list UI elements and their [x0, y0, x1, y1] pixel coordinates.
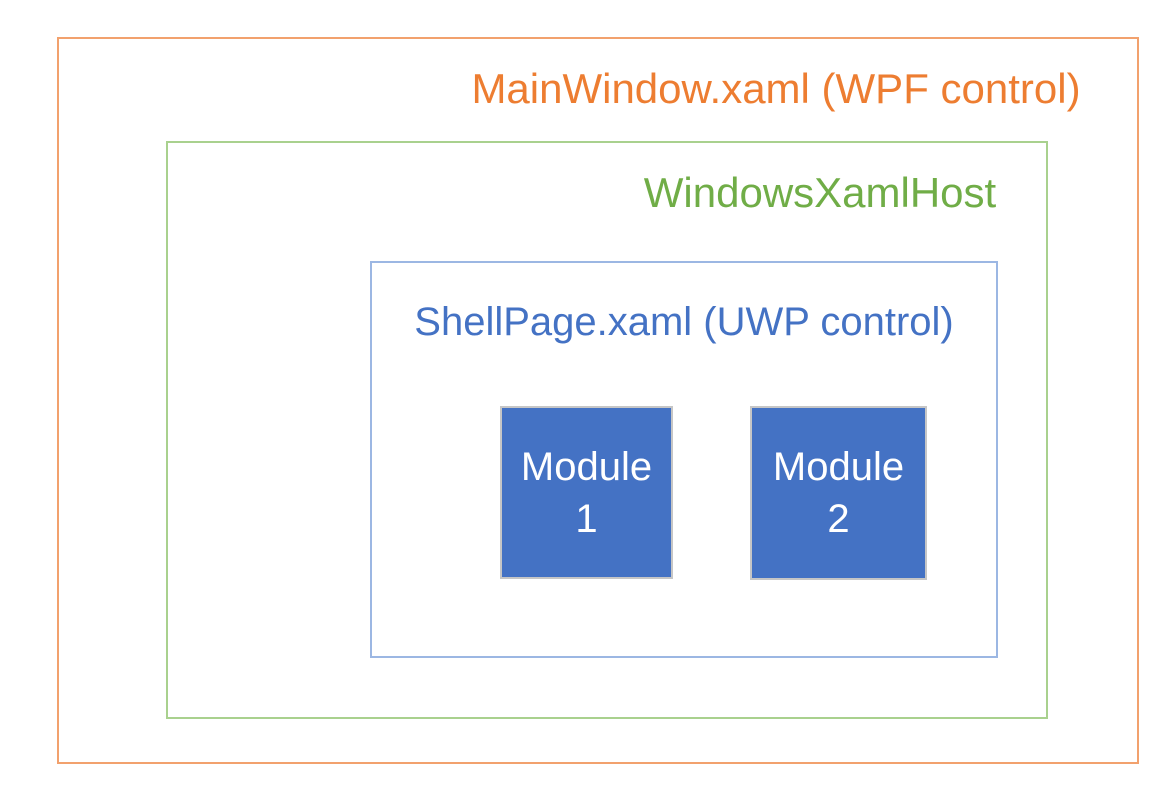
windowsxamlhost-box — [166, 141, 1048, 719]
module-1-label: Module — [520, 444, 653, 489]
windowsxamlhost-label: WindowsXamlHost — [643, 169, 997, 216]
mainwindow-box — [57, 37, 1139, 764]
shellpage-label: ShellPage.xaml (UWP control) — [414, 300, 954, 344]
mainwindow-label: MainWindow.xaml (WPF control) — [471, 65, 1081, 112]
shellpage-box — [370, 261, 998, 658]
module-2-box: Module 2 — [750, 406, 927, 580]
module-2-number: 2 — [827, 497, 850, 541]
module-1-number: 1 — [575, 496, 598, 541]
module-1-box: Module 1 — [500, 406, 673, 579]
module-2-label: Module — [772, 445, 905, 489]
